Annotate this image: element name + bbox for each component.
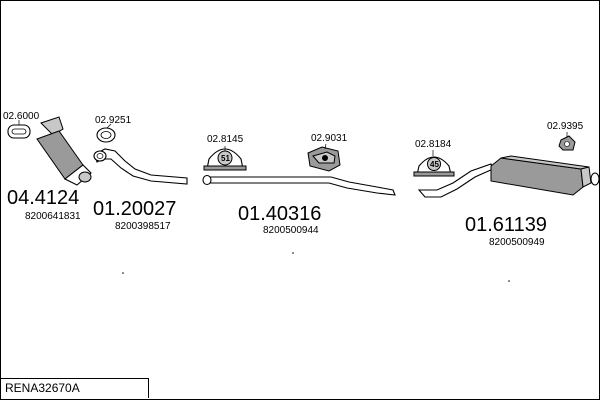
rubber-mount-part xyxy=(307,146,341,172)
part-ref-label: 02.8184 xyxy=(415,139,452,150)
part-ref-label: 02.9031 xyxy=(311,133,348,144)
part-ref-label: 02.6000 xyxy=(3,111,40,122)
clamp-size-badge: 51 xyxy=(221,154,230,163)
oem-number-label: 8200500949 xyxy=(489,237,545,248)
middle-pipe-part xyxy=(202,174,396,196)
part-ref-label: 02.9395 xyxy=(547,121,584,132)
rear-silencer-part xyxy=(417,155,599,198)
diagram-code-box: RENA32670A xyxy=(1,378,149,398)
oem-number-label: 8200641831 xyxy=(25,211,81,222)
part-ref-label: 04.4124 xyxy=(7,187,79,209)
part-ref-label: 01.61139 xyxy=(465,214,547,236)
oem-number-label: 8200500944 xyxy=(263,225,319,236)
part-ref-label: 02.8145 xyxy=(207,134,244,145)
gasket-ring-part xyxy=(7,124,31,139)
part-ref-label: 02.9251 xyxy=(95,115,132,126)
diagram-code: RENA32670A xyxy=(5,381,80,395)
part-ref-label: 01.20027 xyxy=(93,198,176,220)
exhaust-diagram: 02.6000 02.9251 04.4124 8200641831 01.20… xyxy=(3,111,599,282)
clamp-size-badge: 45 xyxy=(430,160,439,169)
part-ref-label: 01.40316 xyxy=(238,203,321,225)
catalytic-converter-part xyxy=(36,116,92,186)
front-pipe-part xyxy=(93,148,188,185)
rubber-mount-part-2 xyxy=(558,135,576,151)
oem-number-label: 8200398517 xyxy=(115,221,171,232)
clamp-part-2 xyxy=(413,156,455,177)
gasket-ring-part-2 xyxy=(96,127,116,143)
